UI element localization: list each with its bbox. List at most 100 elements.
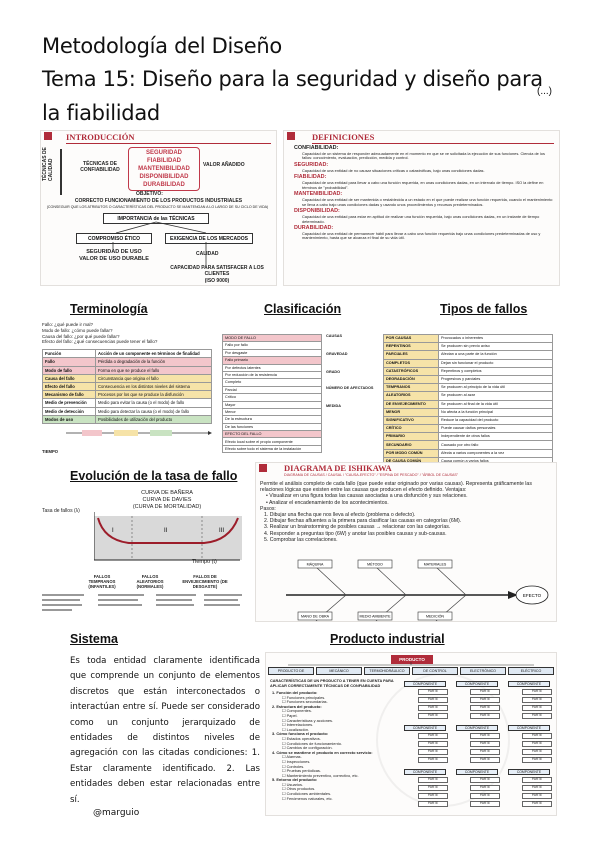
table-header: Función bbox=[42, 349, 96, 359]
parte-box: PARTE bbox=[418, 705, 448, 711]
table-header: Acción de un componente en términos de f… bbox=[95, 349, 212, 359]
heading-terminologia: Terminología bbox=[70, 302, 148, 316]
producto-subfeature: ☐ Mantenimiento preventivo, correctivo, … bbox=[282, 772, 359, 778]
table-row: Fallo por fallo bbox=[222, 341, 322, 350]
parte-box: PARTE bbox=[522, 749, 552, 755]
heading-sistema: Sistema bbox=[70, 632, 118, 646]
table-row: MODO DE FALLO bbox=[222, 333, 322, 343]
table-row: Por reducción de la resistencia bbox=[222, 370, 322, 380]
clasificacion-cell: De la estructura bbox=[222, 415, 322, 424]
producto-feature: 2. Estructura del producto: bbox=[272, 703, 322, 709]
fallo-description: Afectan a una parte de la función bbox=[438, 350, 553, 360]
producto-branch: DE CONTROL bbox=[412, 667, 458, 676]
component-box: COMPONENTE bbox=[404, 769, 446, 776]
fallo-type: CRÍTICO bbox=[383, 424, 439, 434]
producto-subfeature: ☐ Localización. bbox=[282, 726, 310, 732]
terminologia-block: Fallo: ¿qué puede ir mal?Modo de fallo: … bbox=[42, 322, 212, 460]
doc-title-line3: la fiabilidad bbox=[42, 101, 160, 125]
table-row: Menor bbox=[222, 407, 322, 417]
clasificacion-cell: Por defectos latentes bbox=[222, 363, 322, 372]
question: Fallo: ¿qué puede ir mal? bbox=[42, 322, 94, 327]
heading-producto: Producto industrial bbox=[330, 632, 445, 646]
intro-slide: INTRODUCCIÓN TÉCNICAS DE CALIDAD TÉCNICA… bbox=[40, 130, 277, 286]
parte-box: PARTE bbox=[522, 793, 552, 799]
term-definition: Consecuencia en los distintos niveles de… bbox=[95, 381, 212, 392]
exigencia-box: EXIGENCIA DE LOS MERCADOS bbox=[165, 233, 253, 244]
parte-box: PARTE bbox=[470, 713, 500, 719]
producto-subfeature: ☐ Inspecciones. bbox=[282, 758, 311, 764]
parte-box: PARTE bbox=[522, 785, 552, 791]
heading-evolucion: Evolución de la tasa de fallo bbox=[70, 469, 238, 483]
fishbone-category: MANO DE OBRA bbox=[301, 615, 330, 619]
clasificacion-cell: Efecto sobre todo el sistema de la insta… bbox=[222, 444, 322, 454]
confiabilidad-item: FIABILIDAD bbox=[147, 158, 181, 164]
table-row: Completo bbox=[222, 378, 322, 387]
producto-subfeature: ☐ Estados operativos. bbox=[282, 735, 321, 741]
slide-accent bbox=[44, 132, 52, 140]
parte-box: PARTE bbox=[418, 777, 448, 783]
fallo-type: PRIMARIO bbox=[383, 432, 439, 442]
table-row: Fallo primario bbox=[222, 356, 322, 365]
curva-title: CURVA DE BAÑERA CURVA DE DAVIES (CURVA D… bbox=[132, 490, 202, 510]
producto-feature: 4. Cómo se mantiene el producto en corre… bbox=[272, 749, 373, 755]
question: Efecto del fallo: ¿qué consecuencias pue… bbox=[42, 339, 158, 345]
zone-label-3: FALLOS DE ENVEJECIMIENTO (DE DESGASTE) bbox=[182, 574, 228, 590]
term-definition: Forma en que se produce el fallo bbox=[95, 365, 212, 375]
clasificacion-cell: De las funciones bbox=[222, 422, 322, 432]
definitions-slide: DEFINICIONES CONFIABILIDAD:Capacidad de … bbox=[283, 130, 560, 286]
term-name: Efecto del fallo bbox=[42, 381, 96, 392]
producto-subfeature: ☐ Alarmas. bbox=[282, 754, 302, 760]
component-box: COMPONENTE bbox=[404, 681, 446, 688]
clasificacion-cell: Mayor bbox=[222, 400, 322, 409]
seguridad-uso: SEGURIDAD DE USO VALOR DE USO DURABLE bbox=[79, 249, 149, 262]
parte-box: PARTE bbox=[470, 705, 500, 711]
importancia-box: IMPORTANCIA de las TÉCNICAS bbox=[103, 213, 209, 224]
fishbone-category: MATERIALES bbox=[424, 563, 447, 567]
ishikawa-step: 5. Comprobar las correlaciones. bbox=[264, 536, 338, 543]
parte-box: PARTE bbox=[470, 793, 500, 799]
sistema-text: Es toda entidad claramente identificada … bbox=[70, 656, 260, 805]
definition-term: SEGURIDAD: bbox=[294, 161, 329, 168]
zone-label: I bbox=[112, 528, 114, 534]
parte-box: PARTE bbox=[418, 733, 448, 739]
parte-box: PARTE bbox=[522, 757, 552, 763]
table-row: De las funciones bbox=[222, 422, 322, 432]
parte-box: PARTE bbox=[470, 785, 500, 791]
clasificacion-group: GRAVEDAD bbox=[326, 352, 348, 356]
parte-box: PARTE bbox=[470, 749, 500, 755]
clasificacion-cell: EFECTO DEL FALLO bbox=[222, 430, 322, 439]
producto-subfeature: ☐ Condiciones ambientales. bbox=[282, 791, 332, 797]
ishikawa-text: Permite el análisis completo de cada fal… bbox=[260, 481, 550, 543]
component-box: COMPONENTE bbox=[456, 681, 498, 688]
zone-label: II bbox=[164, 528, 168, 534]
producto-branch: MECÁNICO bbox=[316, 667, 362, 676]
fallo-description: Reduce la capacidad del producto bbox=[438, 415, 553, 426]
fishbone-category: MEDIO AMBIENTE bbox=[360, 615, 392, 619]
table-row: Por desgaste bbox=[222, 348, 322, 358]
fallo-type: DEGRADACIÓN bbox=[383, 374, 439, 385]
definition-term: CONFIABILIDAD: bbox=[294, 145, 339, 151]
clasificacion-group: GRADO bbox=[326, 370, 341, 374]
component-box: COMPONENTE bbox=[456, 725, 498, 732]
clasificacion-group: CAUSAS bbox=[326, 334, 343, 338]
evolucion-notes bbox=[42, 594, 242, 611]
fallo-description: Repentinos y completos bbox=[438, 366, 553, 376]
fallo-type: PARCIALES bbox=[383, 350, 439, 360]
fallo-description: Progresivos y parciales bbox=[438, 374, 553, 385]
term-name: Modos de uso bbox=[42, 414, 96, 424]
producto-heading: CARACTERÍSTICAS DE UN PRODUCTO A TENER E… bbox=[270, 679, 394, 688]
heading-clasificacion: Clasificación bbox=[264, 302, 342, 316]
component-box: COMPONENTE bbox=[404, 725, 446, 732]
intro-slide-title: INTRODUCCIÓN bbox=[66, 132, 135, 142]
definition-term: DURABILIDAD: bbox=[294, 225, 334, 232]
